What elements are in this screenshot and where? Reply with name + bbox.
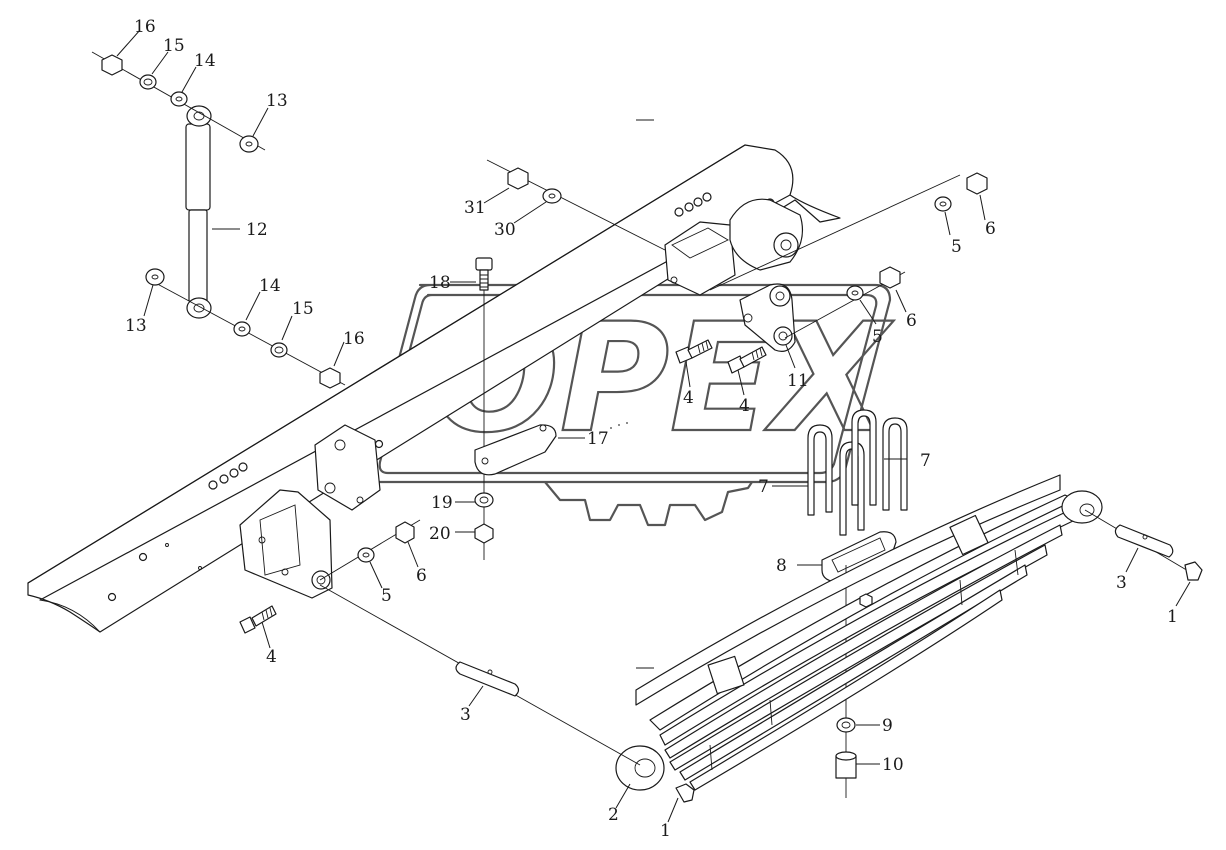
- front-spring-hanger: [239, 424, 381, 599]
- callout-5: 5: [872, 327, 883, 347]
- callout-15: 15: [292, 299, 314, 319]
- callout-6: 6: [416, 566, 427, 586]
- callout-3: 3: [1116, 573, 1127, 593]
- callout-4: 4: [683, 388, 694, 408]
- frame-rail: [27, 144, 841, 633]
- callout-13: 13: [125, 316, 147, 336]
- callout-14: 14: [194, 51, 216, 71]
- callout-3: 3: [460, 705, 471, 725]
- upper-bolt-hardware: [486, 159, 988, 339]
- u-bolts: [807, 409, 908, 536]
- callout-2: 2: [608, 805, 619, 825]
- callout-30: 30: [494, 220, 516, 240]
- callout-8: 8: [776, 556, 787, 576]
- spring-pad-hardware: [474, 257, 628, 560]
- callout-20: 20: [429, 524, 451, 544]
- callout-5: 5: [951, 237, 962, 257]
- leaf-spring: [615, 474, 1103, 791]
- callout-6: 6: [906, 311, 917, 331]
- callout-11: 11: [787, 371, 809, 391]
- callout-1: 1: [660, 821, 671, 841]
- spring-pins: [319, 509, 1203, 803]
- shock-absorber: [91, 51, 346, 389]
- callout-labels: 16 15 14 13 12 13 14 15 16 31 30 18 5 6 …: [125, 17, 1178, 841]
- callout-17: 17: [587, 429, 609, 449]
- callout-9: 9: [882, 716, 893, 736]
- callout-15: 15: [163, 36, 185, 56]
- callout-7: 7: [758, 477, 769, 497]
- callout-4: 4: [266, 647, 277, 667]
- rear-spring-bracket: [664, 198, 803, 296]
- callout-12: 12: [246, 220, 268, 240]
- callout-16: 16: [343, 329, 365, 349]
- u-bolt-nut-hardware: [835, 593, 873, 779]
- shackle-bolts: [675, 339, 767, 374]
- callout-31: 31: [464, 198, 486, 218]
- callout-6: 6: [985, 219, 996, 239]
- front-bolt-hardware: [239, 519, 421, 634]
- callout-10: 10: [882, 755, 904, 775]
- callout-leaders: [116, 29, 1191, 823]
- callout-5: 5: [381, 586, 392, 606]
- callout-19: 19: [431, 493, 453, 513]
- callout-18: 18: [429, 273, 451, 293]
- callout-1: 1: [1167, 607, 1178, 627]
- callout-7: 7: [920, 451, 931, 471]
- callout-14: 14: [259, 276, 281, 296]
- spring-shackle: [739, 283, 796, 352]
- callout-16: 16: [134, 17, 156, 37]
- callout-4: 4: [739, 396, 750, 416]
- callout-13: 13: [266, 91, 288, 111]
